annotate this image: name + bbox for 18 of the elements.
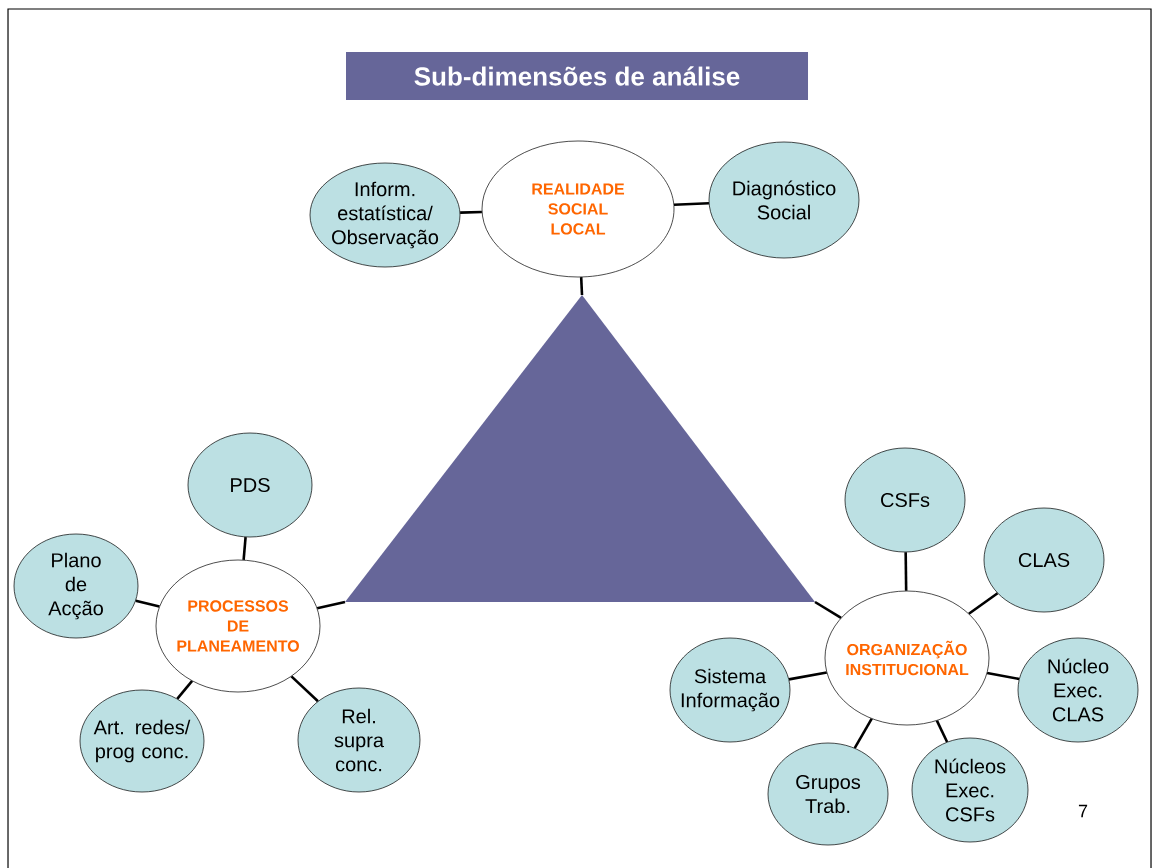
connector-line — [788, 671, 827, 681]
connector-line — [904, 552, 908, 591]
page-number: 7 — [1078, 804, 1088, 818]
triangle — [345, 295, 815, 602]
connector-line — [316, 600, 346, 610]
connector-line — [290, 675, 319, 703]
connector-line — [176, 680, 194, 700]
connector-line — [135, 599, 160, 608]
connector-line — [968, 592, 999, 615]
connector-line — [242, 536, 247, 561]
connector-line — [579, 277, 584, 296]
connector-line — [673, 202, 709, 207]
connector-line — [986, 671, 1020, 681]
connector-line — [814, 600, 842, 619]
connector-line — [853, 718, 873, 749]
title-banner: Sub-dimensões de análise — [346, 52, 808, 100]
connector-line — [460, 210, 482, 214]
connector-line — [935, 720, 949, 743]
